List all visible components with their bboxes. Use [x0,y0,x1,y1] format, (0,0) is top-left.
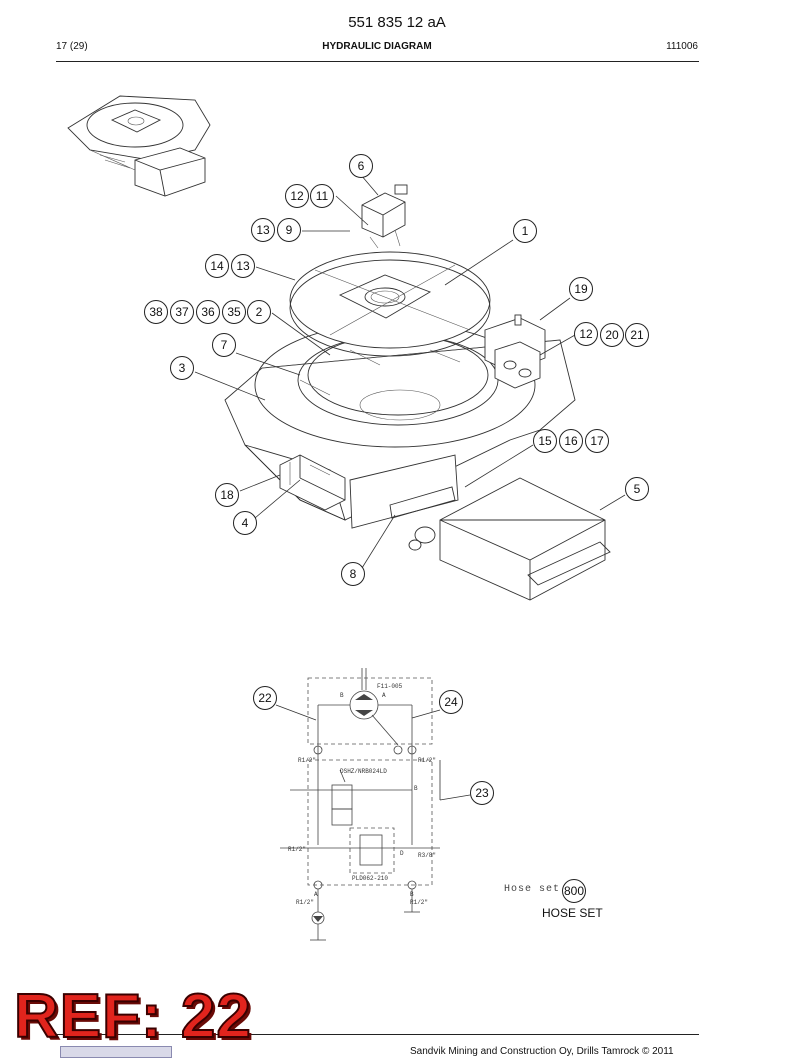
schematic-label-r38: R3/8" [418,852,436,859]
svg-text:12: 12 [579,327,593,341]
callout-8: 8 [341,562,365,586]
svg-text:19: 19 [574,282,588,296]
motor [361,184,408,249]
callout-7: 7 [212,333,236,357]
svg-text:1: 1 [522,224,529,238]
header-divider [56,61,699,62]
schematic-label-b-low: B [410,891,414,898]
svg-text:11: 11 [316,189,329,203]
callout-17: 17 [585,429,609,453]
overview-thumbnail [67,95,211,197]
callout-6: 6 [349,154,373,178]
svg-text:9: 9 [286,223,293,237]
callout-22: 22 [253,686,277,710]
svg-text:36: 36 [201,305,215,319]
svg-text:38: 38 [149,305,163,319]
ref-stamp: REF: 22 [13,982,252,1051]
svg-text:21: 21 [630,328,644,342]
callout-1: 1 [513,219,537,243]
callout-18: 18 [215,483,239,507]
svg-text:800: 800 [564,884,584,898]
callout-23: 23 [470,781,494,805]
date-code: 111006 [666,41,698,52]
callout-800: 800 [562,879,586,903]
svg-text:22: 22 [258,691,272,705]
svg-text:13: 13 [256,223,270,237]
svg-text:13: 13 [236,259,250,273]
leader-lines [194,174,626,569]
svg-text:17: 17 [590,434,604,448]
top-flange [289,251,491,357]
callout-35: 35 [222,300,246,324]
callout-5: 5 [625,477,649,501]
hydraulic-schematic [275,668,471,941]
hose-set-label: HOSE SET [542,906,603,920]
svg-text:4: 4 [242,516,249,530]
callout-14: 14 [205,254,229,278]
svg-text:2: 2 [256,305,263,319]
callout-37: 37 [170,300,194,324]
svg-text:8: 8 [350,567,357,581]
schematic-label-port-b: B [340,692,344,699]
schematic-label-d-mid: D [400,850,404,857]
svg-text:6: 6 [358,159,365,173]
callout-20: 20 [600,323,624,347]
svg-text:12: 12 [290,189,304,203]
side-panel [349,454,459,529]
svg-text:5: 5 [634,482,641,496]
callout-38: 38 [144,300,168,324]
callout-21: 21 [625,323,649,347]
callout-13-b: 13 [231,254,255,278]
schematic-label-valve2: PLD062-210 [352,875,388,882]
svg-text:3: 3 [179,361,186,375]
callout-12-a: 12 [285,184,309,208]
page-number: 17 (29) [56,41,88,52]
box-cover [408,477,611,601]
callout-36: 36 [196,300,220,324]
svg-text:15: 15 [538,434,552,448]
callout-3: 3 [170,356,194,380]
hose-set-small-label: Hose set [504,884,561,895]
ref-stamp-shadow: REF: 22 [17,985,255,1054]
schematic-label-r12-br: R1/2" [410,899,428,906]
svg-text:23: 23 [475,786,489,800]
callout-19: 19 [569,277,593,301]
schematic-label-f11: F11-005 [377,683,403,690]
svg-text:24: 24 [444,695,458,709]
schematic-label-r12-mid: R1/2" [288,846,306,853]
valve-block [484,314,546,389]
callout-2: 2 [247,300,271,324]
svg-text:16: 16 [564,434,578,448]
schematic-label-r12-right: R1/2" [418,757,436,764]
schematic-label-r12-bl: R1/2" [296,899,314,906]
schematic-label-a-low: A [314,891,318,898]
callout-bubbles: 6 12 11 13 9 1 14 13 19 38 37 36 35 2 12… [144,154,649,903]
footer-divider [56,1034,699,1035]
callout-12-b: 12 [574,322,598,346]
svg-text:20: 20 [605,328,619,342]
callout-15: 15 [533,429,557,453]
schematic-label-port-a: A [382,692,386,699]
header-row: 17 (29) HYDRAULIC DIAGRAM 111006 [56,41,698,57]
hydraulic-cylinder [279,454,346,511]
schematic-label-r12-left: R1/2" [298,757,316,764]
schematic-label-valve1: DSHZ/NRB024LD [340,768,387,775]
callout-4: 4 [233,511,257,535]
schematic-label-b-mid: B [414,785,418,792]
callout-11: 11 [310,184,334,208]
callout-9: 9 [277,218,301,242]
svg-text:7: 7 [221,338,228,352]
svg-text:37: 37 [175,305,189,319]
page-title: HYDRAULIC DIAGRAM [322,41,432,52]
svg-text:35: 35 [227,305,241,319]
callout-24: 24 [439,690,463,714]
footer-copyright: Sandvik Mining and Construction Oy, Dril… [410,1046,674,1057]
callout-16: 16 [559,429,583,453]
svg-text:14: 14 [210,259,224,273]
svg-text:18: 18 [220,488,234,502]
callout-13-a: 13 [251,218,275,242]
document-code: 551 835 12 aA [348,14,446,31]
